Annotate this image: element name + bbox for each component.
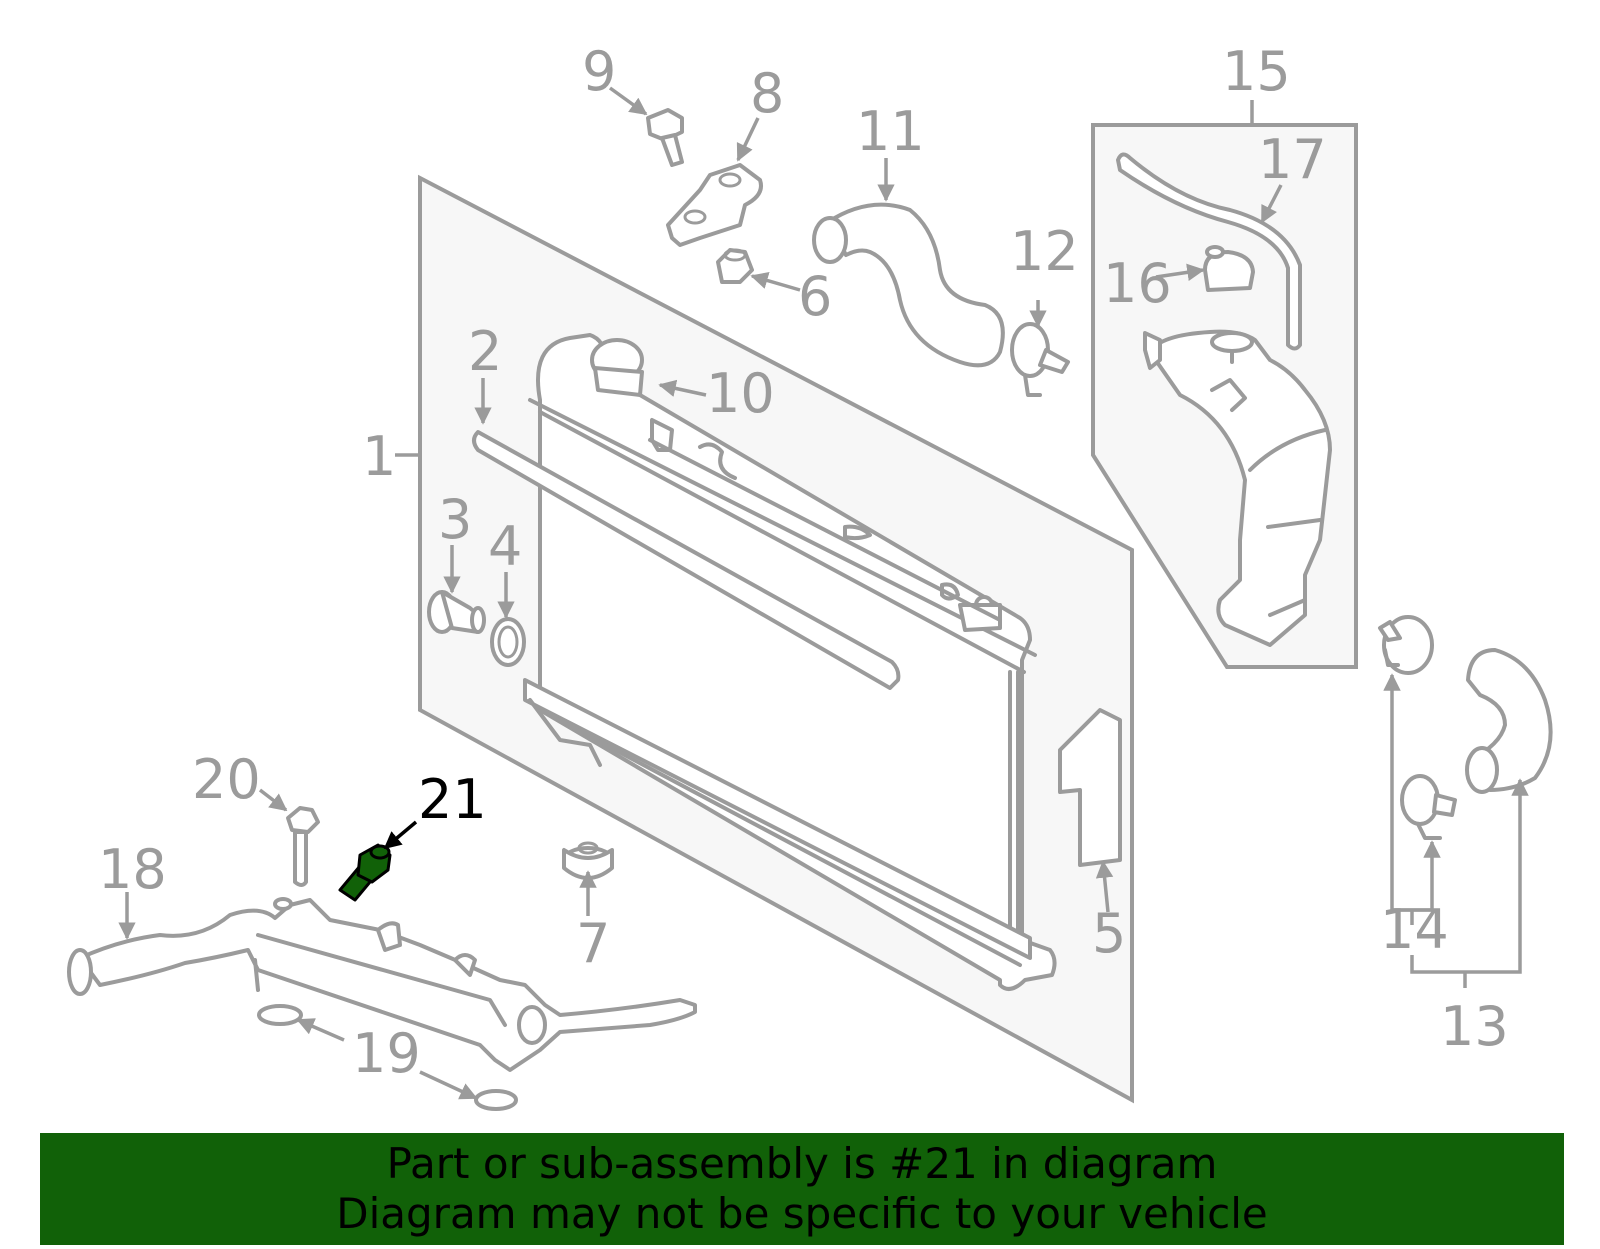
- drain-plug: [427, 590, 486, 634]
- callout-21: 21: [418, 768, 487, 831]
- callout-11: 11: [856, 100, 925, 163]
- callout-15: 15: [1222, 40, 1291, 103]
- callout-3: 3: [438, 488, 472, 551]
- water-pipe: [67, 897, 697, 1072]
- coolant-reservoir: [1143, 329, 1332, 647]
- callout-8: 8: [750, 62, 784, 125]
- radiator: [523, 333, 1057, 991]
- banner-line-1: Part or sub-assembly is #21 in diagram: [386, 1139, 1218, 1188]
- callout-5: 5: [1092, 902, 1126, 965]
- hose-clamp-14b: [1400, 774, 1457, 840]
- o-ring-19b: [474, 1089, 518, 1111]
- overflow-hose: [1116, 152, 1302, 351]
- radiator-cap: [590, 338, 644, 397]
- callout-12: 12: [1010, 220, 1079, 283]
- reservoir-cap: [1203, 245, 1255, 292]
- grommet-6: [716, 248, 754, 284]
- bolt-20: [286, 806, 320, 887]
- callout-6: 6: [798, 265, 832, 328]
- callout-9: 9: [582, 40, 616, 103]
- hose-clamp-12: [1010, 322, 1070, 397]
- callout-20: 20: [192, 748, 261, 811]
- callout-2: 2: [468, 320, 502, 383]
- o-ring: [490, 617, 526, 667]
- bolt-9: [646, 108, 684, 167]
- seal-strip: [472, 430, 901, 690]
- callout-1: 1: [362, 425, 396, 488]
- banner-line-2: Diagram may not be specific to your vehi…: [336, 1189, 1268, 1238]
- callout-18: 18: [98, 838, 167, 901]
- upper-hose: [812, 202, 1005, 368]
- callout-19: 19: [352, 1022, 421, 1085]
- bleeder-screw-highlight: [338, 843, 392, 902]
- lower-hose: [1465, 648, 1553, 794]
- leader-lines: [118, 86, 1529, 1100]
- upper-bracket: [666, 163, 763, 247]
- mount-bushing: [562, 841, 614, 880]
- callout-7: 7: [576, 912, 610, 975]
- callout-4: 4: [488, 515, 522, 578]
- info-banner: Part or sub-assembly is #21 in diagram D…: [40, 1133, 1564, 1245]
- callout-10: 10: [706, 362, 775, 425]
- hose-clamp-14a: [1378, 615, 1434, 675]
- callout-14: 14: [1380, 898, 1449, 961]
- o-ring-19a: [257, 1004, 303, 1026]
- callout-13: 13: [1440, 995, 1509, 1058]
- callout-16: 16: [1103, 252, 1172, 315]
- callout-17: 17: [1258, 128, 1327, 191]
